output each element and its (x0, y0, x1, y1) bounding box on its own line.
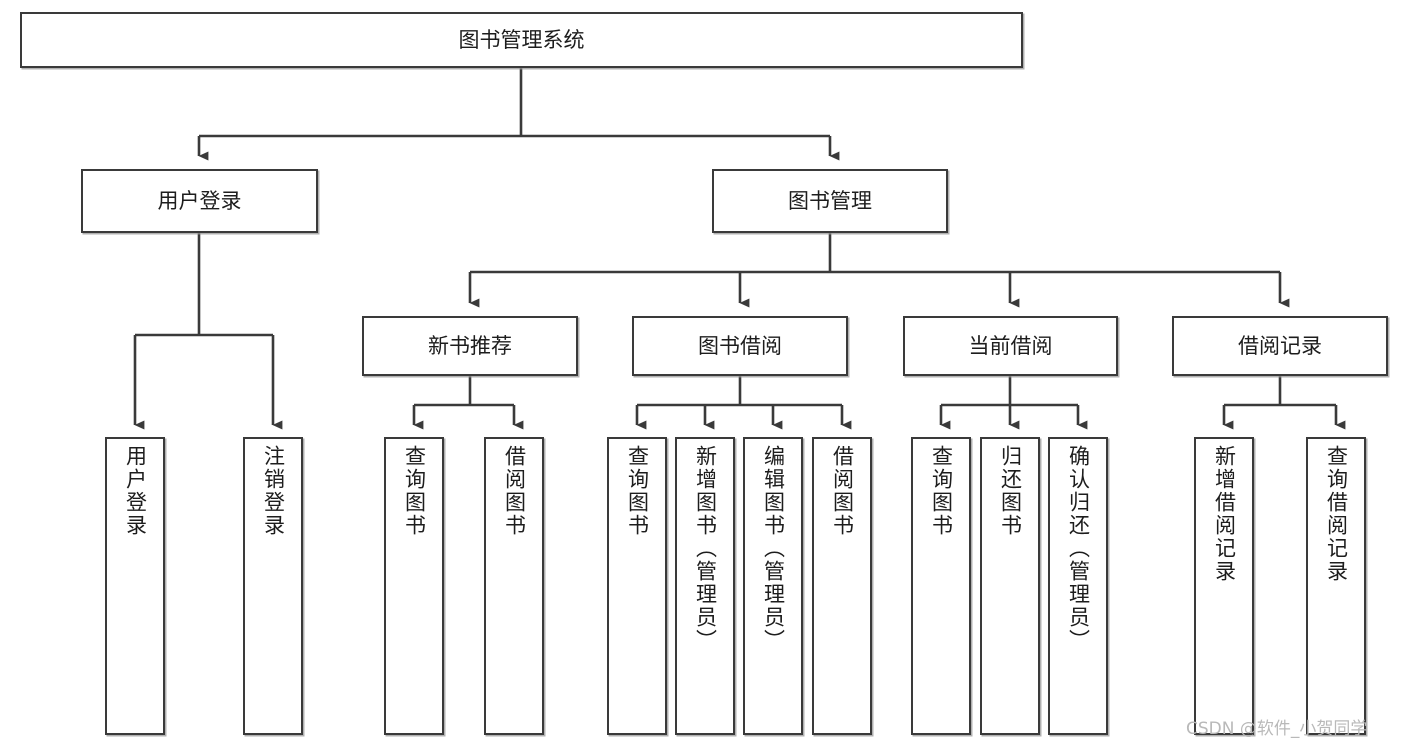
node-leaf-rec-borrow-label: 借阅图书 (502, 445, 527, 537)
node-leaf-borrow-lend-label: 借阅图书 (830, 445, 855, 537)
node-root-label: 图书管理系统 (458, 27, 585, 52)
node-leaf-borrow-query-label: 查询图书 (625, 445, 650, 537)
node-leaf-rec-add[interactable]: 新增借阅记录 (1194, 437, 1254, 735)
node-new-book-rec-label: 新书推荐 (428, 333, 512, 358)
node-leaf-cur-query[interactable]: 查询图书 (911, 437, 971, 735)
node-leaf-rec-query2[interactable]: 查询借阅记录 (1306, 437, 1366, 735)
node-leaf-borrow-lend[interactable]: 借阅图书 (812, 437, 872, 735)
node-leaf-cur-return[interactable]: 归还图书 (980, 437, 1040, 735)
node-leaf-borrow-query[interactable]: 查询图书 (607, 437, 667, 735)
node-leaf-borrow-edit[interactable]: 编辑图书（管理员） (743, 437, 803, 735)
node-user-login[interactable]: 用户登录 (81, 169, 318, 233)
node-leaf-cur-confirm[interactable]: 确认归还（管理员） (1048, 437, 1108, 735)
node-leaf-user-login[interactable]: 用户登录 (105, 437, 165, 735)
node-leaf-borrow-edit-label: 编辑图书（管理员） (761, 445, 786, 652)
csdn-watermark: CSDN @软件_小贺同学 (1186, 719, 1368, 739)
node-leaf-borrow-add-label: 新增图书（管理员） (693, 445, 718, 652)
node-book-borrow[interactable]: 图书借阅 (632, 316, 848, 376)
node-leaf-rec-query-label: 查询图书 (402, 445, 427, 537)
node-book-manage-label: 图书管理 (788, 188, 872, 213)
node-borrow-record-label: 借阅记录 (1238, 333, 1322, 358)
node-leaf-user-logout[interactable]: 注销登录 (243, 437, 303, 735)
node-leaf-rec-query[interactable]: 查询图书 (384, 437, 444, 735)
node-book-manage[interactable]: 图书管理 (712, 169, 948, 233)
node-leaf-user-login-label: 用户登录 (123, 445, 148, 537)
node-leaf-rec-add-label: 新增借阅记录 (1212, 445, 1237, 583)
node-leaf-borrow-add[interactable]: 新增图书（管理员） (675, 437, 735, 735)
node-borrow-record[interactable]: 借阅记录 (1172, 316, 1388, 376)
node-leaf-cur-return-label: 归还图书 (998, 445, 1023, 537)
node-leaf-cur-confirm-label: 确认归还（管理员） (1066, 445, 1091, 652)
node-leaf-rec-query2-label: 查询借阅记录 (1324, 445, 1349, 583)
node-new-book-rec[interactable]: 新书推荐 (362, 316, 578, 376)
node-book-borrow-label: 图书借阅 (698, 333, 782, 358)
node-user-login-label: 用户登录 (157, 188, 242, 213)
node-leaf-rec-borrow[interactable]: 借阅图书 (484, 437, 544, 735)
node-leaf-user-logout-label: 注销登录 (261, 445, 286, 537)
node-current-borrow-label: 当前借阅 (968, 333, 1053, 358)
node-root[interactable]: 图书管理系统 (20, 12, 1023, 68)
node-current-borrow[interactable]: 当前借阅 (903, 316, 1118, 376)
node-leaf-cur-query-label: 查询图书 (929, 445, 954, 537)
